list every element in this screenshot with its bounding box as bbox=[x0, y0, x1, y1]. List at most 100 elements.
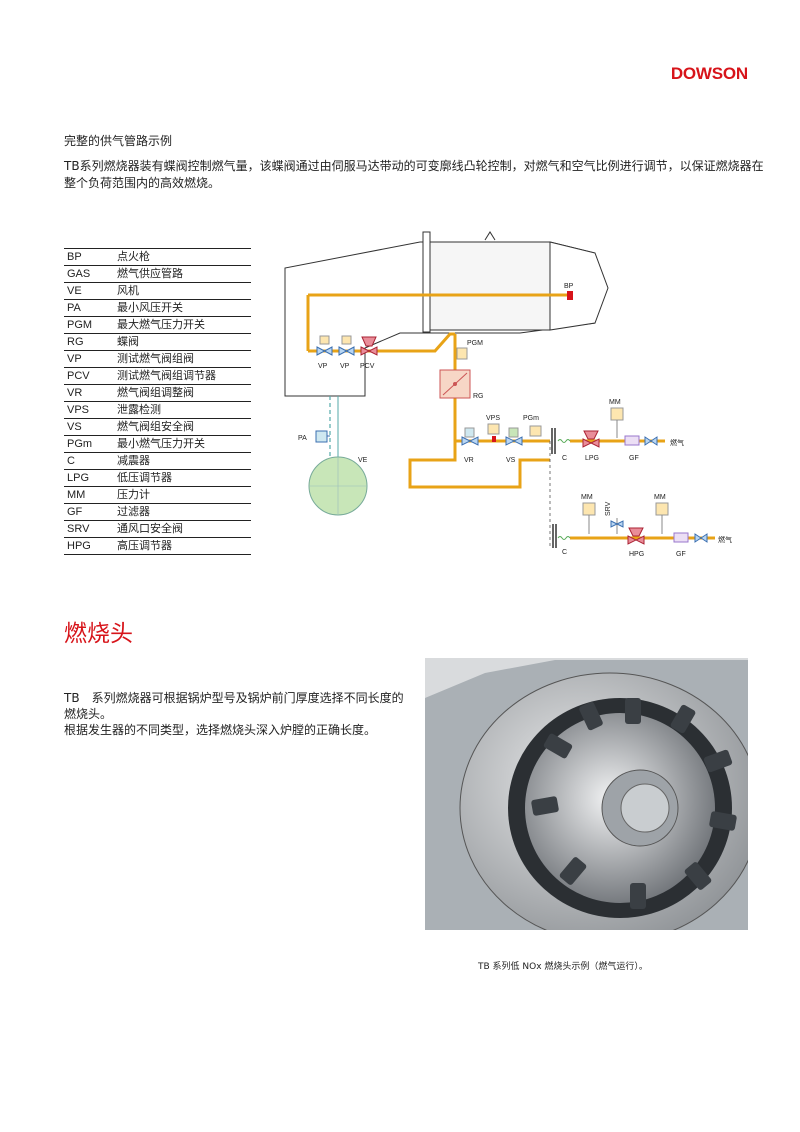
legend-desc: 通风口安全阀 bbox=[114, 520, 251, 538]
burner-head-photo-icon bbox=[425, 658, 748, 930]
legend-code: PGm bbox=[64, 435, 114, 453]
section-title: 完整的供气管路示例 bbox=[64, 134, 173, 148]
burner-head-text-2: 根据发生器的不同类型，选择燃烧头深入炉膛的正确长度。 bbox=[64, 723, 377, 737]
legend-desc: 泄露检测 bbox=[114, 401, 251, 419]
pgm-small-switch bbox=[529, 425, 542, 437]
legend-desc: 最小风压开关 bbox=[114, 299, 251, 317]
legend-code: SRV bbox=[64, 520, 114, 538]
label-pcv: PCV bbox=[360, 363, 375, 370]
label-gf-2: GF bbox=[676, 551, 686, 558]
legend-code: VE bbox=[64, 282, 114, 300]
label-srv: SRV bbox=[605, 501, 612, 516]
burner-head-outline bbox=[549, 241, 609, 331]
legend-desc: 点火枪 bbox=[114, 248, 251, 266]
legend-desc: 燃气供应管路 bbox=[114, 265, 251, 283]
label-hpg: HPG bbox=[629, 551, 644, 558]
burner-head-heading: 燃烧头 bbox=[64, 621, 133, 647]
burner-head-text-1: TB 系列燃烧器可根据锅炉型号及锅炉前门厚度选择不同长度的燃烧头。 bbox=[64, 691, 404, 721]
legend-desc: 过滤器 bbox=[114, 503, 251, 521]
gas-train-diagram: BP VP VP PCV RG PGM PA VE bbox=[284, 231, 732, 558]
label-mm-1: MM bbox=[609, 399, 621, 406]
legend-code: HPG bbox=[64, 537, 114, 555]
legend-desc: 燃气阀组调整阀 bbox=[114, 384, 251, 402]
legend-desc: 低压调节器 bbox=[114, 469, 251, 487]
hpg-regulator bbox=[627, 527, 645, 545]
legend-code: C bbox=[64, 452, 114, 470]
ball-valve-2 bbox=[694, 533, 708, 543]
label-gf-1: GF bbox=[629, 455, 639, 462]
legend-desc: 压力计 bbox=[114, 486, 251, 504]
label-mm-2: MM bbox=[581, 494, 593, 501]
label-c-1: C bbox=[562, 455, 567, 462]
label-vp-2: VP bbox=[340, 363, 350, 370]
legend-code: PA bbox=[64, 299, 114, 317]
mm-gauge-1 bbox=[610, 407, 624, 438]
gf-filter-2 bbox=[673, 532, 689, 543]
legend-desc: 减震器 bbox=[114, 452, 251, 470]
legend-desc: 蝶阀 bbox=[114, 333, 251, 351]
legend-code: GF bbox=[64, 503, 114, 521]
brand-logo: DOWSON bbox=[670, 64, 748, 83]
label-vs: VS bbox=[506, 457, 516, 464]
legend-desc: 测试燃气阀组调节器 bbox=[114, 367, 251, 385]
label-c-2: C bbox=[562, 549, 567, 556]
lpg-regulator bbox=[582, 430, 600, 448]
label-gas-1: 燃气 bbox=[670, 438, 684, 447]
label-ve: VE bbox=[358, 457, 368, 464]
label-vp-1: VP bbox=[318, 363, 328, 370]
vp-valve-1 bbox=[316, 335, 333, 356]
legend-desc: 最大燃气压力开关 bbox=[114, 316, 251, 334]
legend-code: VS bbox=[64, 418, 114, 436]
label-rg: RG bbox=[473, 393, 484, 400]
vps-unit bbox=[487, 423, 500, 442]
legend-desc: 高压调节器 bbox=[114, 537, 251, 555]
label-pgm-small: PGm bbox=[523, 415, 539, 422]
label-lpg: LPG bbox=[585, 455, 599, 462]
legend-code: VR bbox=[64, 384, 114, 402]
legend-desc: 燃气阀组安全阀 bbox=[114, 418, 251, 436]
legend-code: MM bbox=[64, 486, 114, 504]
legend-code: RG bbox=[64, 333, 114, 351]
ball-valve-1 bbox=[644, 436, 658, 446]
label-vps: VPS bbox=[486, 415, 500, 422]
srv-valve bbox=[610, 518, 624, 534]
pa-switch bbox=[315, 430, 328, 443]
label-vr: VR bbox=[464, 457, 474, 464]
legend-code: PCV bbox=[64, 367, 114, 385]
vr-valve bbox=[461, 427, 479, 446]
mm-gauge-2 bbox=[582, 502, 596, 534]
bp-marker bbox=[567, 291, 573, 300]
label-gas-2: 燃气 bbox=[718, 535, 732, 544]
burner-head-paragraph: TB 系列燃烧器可根据锅炉型号及锅炉前门厚度选择不同长度的燃烧头。 根据发生器的… bbox=[64, 690, 404, 738]
pcv-valve bbox=[360, 336, 378, 356]
legend-code: BP bbox=[64, 248, 114, 266]
burner-flange bbox=[422, 231, 431, 333]
burner-head-photo bbox=[425, 658, 748, 930]
label-pgm: PGM bbox=[467, 340, 483, 347]
legend-desc: 风机 bbox=[114, 282, 251, 300]
label-bp: BP bbox=[564, 283, 574, 290]
legend-code: PGM bbox=[64, 316, 114, 334]
legend-code: VPS bbox=[64, 401, 114, 419]
gf-filter-1 bbox=[624, 435, 640, 446]
pgm-switch bbox=[456, 347, 468, 360]
photo-caption: TB 系列低 NOx 燃烧头示例（燃气运行）。 bbox=[478, 962, 648, 972]
legend-desc: 最小燃气压力开关 bbox=[114, 435, 251, 453]
